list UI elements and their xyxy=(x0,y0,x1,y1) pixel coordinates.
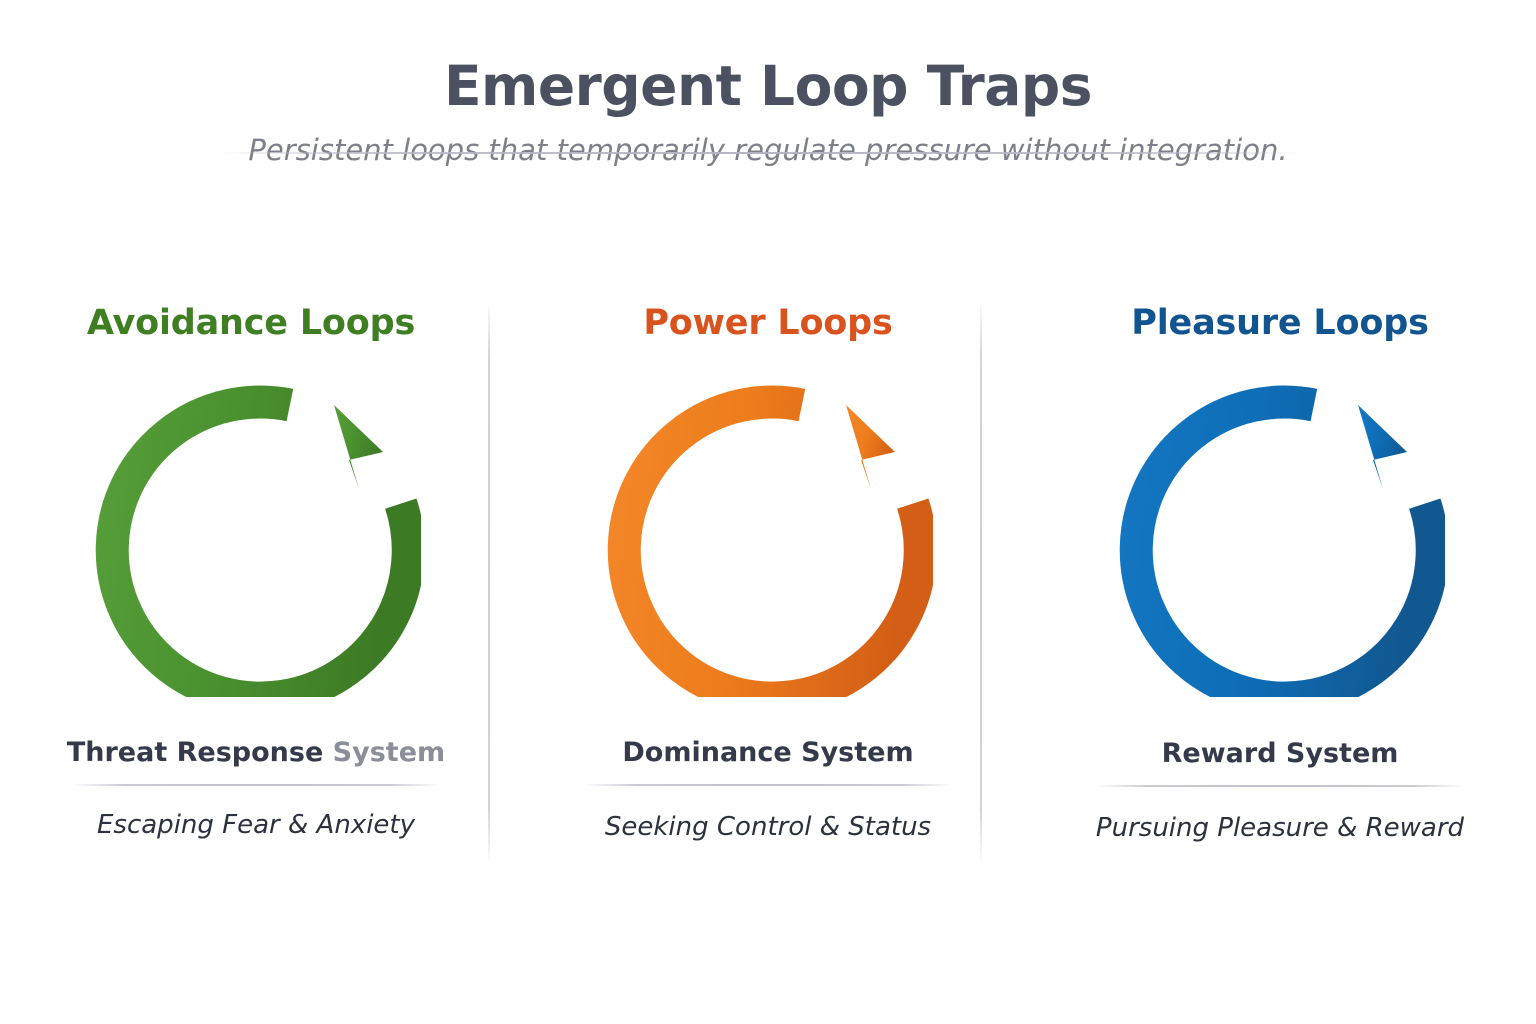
column-heading-pleasure: Pleasure Loops xyxy=(1131,303,1429,343)
column-divider-1 xyxy=(488,300,490,865)
system-name-primary: Threat Response xyxy=(66,737,324,768)
page-title: Emergent Loop Traps xyxy=(443,54,1093,118)
descriptor-power: Seeking Control & Status xyxy=(604,812,932,842)
system-name-divider-1 xyxy=(72,784,440,786)
system-name-reward: Reward System xyxy=(1162,738,1399,769)
system-name-divider-2 xyxy=(584,784,952,786)
descriptor-pleasure: Pursuing Pleasure & Reward xyxy=(1095,813,1465,843)
system-name-primary: Dominance System xyxy=(622,737,914,768)
loop-columns: Avoidance Loops Threat Response System E… xyxy=(0,282,1536,882)
column-avoidance-loops: Avoidance Loops Threat Response System E… xyxy=(0,282,512,882)
column-pleasure-loops: Pleasure Loops Reward System Pursuing Pl… xyxy=(1024,282,1536,882)
system-name-divider-3 xyxy=(1096,785,1464,787)
title-divider xyxy=(218,152,1302,154)
circular-arrow-icon xyxy=(603,377,933,697)
circular-arrow-icon xyxy=(1115,377,1445,697)
page-subtitle: Persistent loops that temporarily regula… xyxy=(248,132,1288,167)
column-heading-power: Power Loops xyxy=(643,303,893,343)
circular-arrow-icon xyxy=(91,377,421,697)
column-power-loops: Power Loops Dominance System Seeking Con… xyxy=(512,282,1024,882)
column-divider-2 xyxy=(980,300,982,865)
system-name-threat-response: Threat Response System xyxy=(67,737,445,768)
page-header: Emergent Loop Traps Persistent loops tha… xyxy=(0,0,1536,167)
column-heading-avoidance: Avoidance Loops xyxy=(86,303,416,343)
system-name-dominance: Dominance System xyxy=(622,737,913,768)
system-name-primary: Reward System xyxy=(1161,738,1399,769)
system-name-secondary: System xyxy=(323,737,446,768)
descriptor-avoidance: Escaping Fear & Anxiety xyxy=(96,810,415,840)
